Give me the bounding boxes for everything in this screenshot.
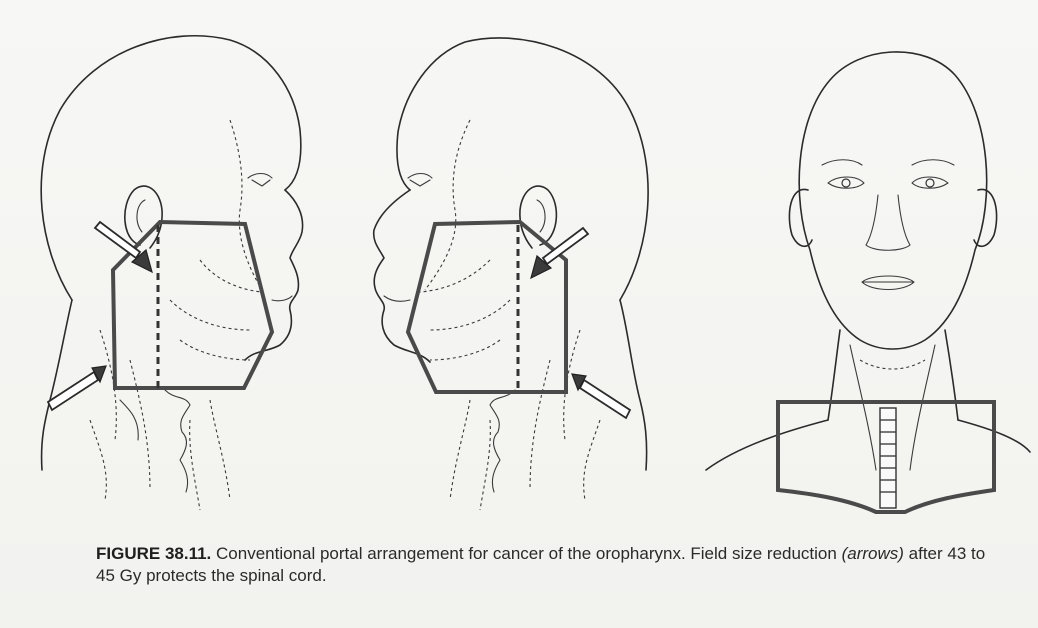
left-upper-arrow xyxy=(95,222,152,272)
caption-italic-arrows: (arrows) xyxy=(842,544,904,563)
spinal-cord-marking xyxy=(880,408,896,508)
left-lateral-head xyxy=(41,36,302,510)
caption-text-1: Conventional portal arrangement for canc… xyxy=(211,544,841,563)
right-upper-arrow xyxy=(531,228,588,278)
figure-caption: FIGURE 38.11. Conventional portal arrang… xyxy=(96,543,996,587)
right-lateral-head xyxy=(374,38,648,510)
right-lower-arrow xyxy=(572,374,630,418)
portal-arrangement-illustration xyxy=(0,0,1038,540)
frontal-head xyxy=(706,52,1030,512)
figure-label: FIGURE 38.11. xyxy=(96,544,211,563)
